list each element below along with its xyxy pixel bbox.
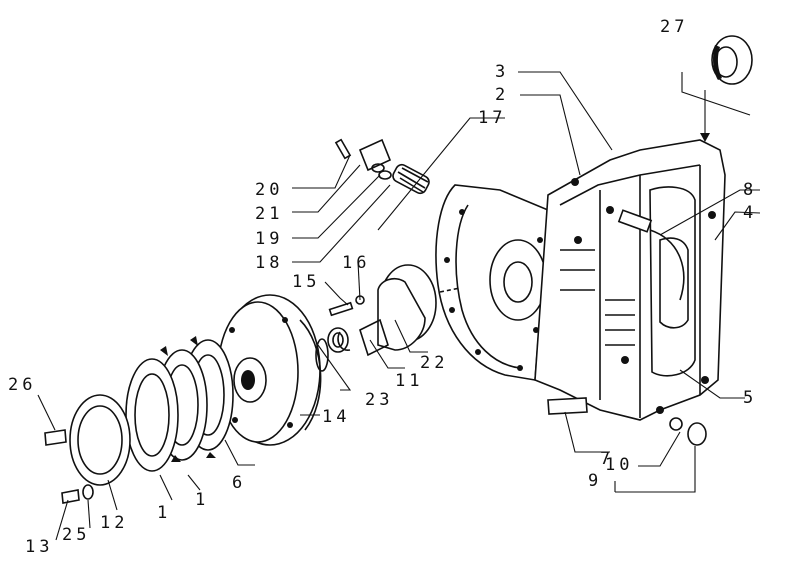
callout-17: 17 [478,108,506,128]
callout-22: 22 [420,353,448,373]
transmission-housing [435,139,726,421]
callout-21: 21 [255,204,283,224]
part-27-cap [711,35,753,85]
callout-labels: 27 3 2 17 8 4 20 21 19 18 16 15 22 11 23… [8,17,757,557]
pump-shaft-assembly [327,264,461,357]
callout-27: 27 [660,17,688,37]
callout-6: 6 [232,473,246,493]
callout-20: 20 [255,180,283,200]
callout-11: 11 [395,371,423,391]
callout-7: 7 [600,449,614,469]
callout-10: 10 [605,455,633,475]
callout-25: 25 [62,525,90,545]
callout-12: 12 [100,513,128,533]
callout-1-a: 1 [195,490,209,510]
callout-16: 16 [342,253,370,273]
callout-1-b: 1 [157,503,171,523]
callout-26: 26 [8,375,36,395]
callout-19: 19 [255,229,283,249]
callout-8: 8 [743,180,757,200]
clutch-plates [125,336,234,472]
leader-27-bracket [681,72,751,116]
callout-14: 14 [322,407,350,427]
callout-2: 2 [495,85,509,105]
callout-15: 15 [292,272,320,292]
callout-5: 5 [743,388,757,408]
filter-assembly [334,138,430,195]
small-bolts [44,397,707,504]
callout-4: 4 [743,203,757,223]
torque-converter [217,294,329,446]
callout-23: 23 [365,390,393,410]
callout-18: 18 [255,253,283,273]
leader-lines [37,71,761,541]
retaining-plate [69,394,131,486]
callout-3: 3 [495,62,509,82]
callout-9: 9 [588,471,602,491]
callout-13: 13 [25,537,53,557]
